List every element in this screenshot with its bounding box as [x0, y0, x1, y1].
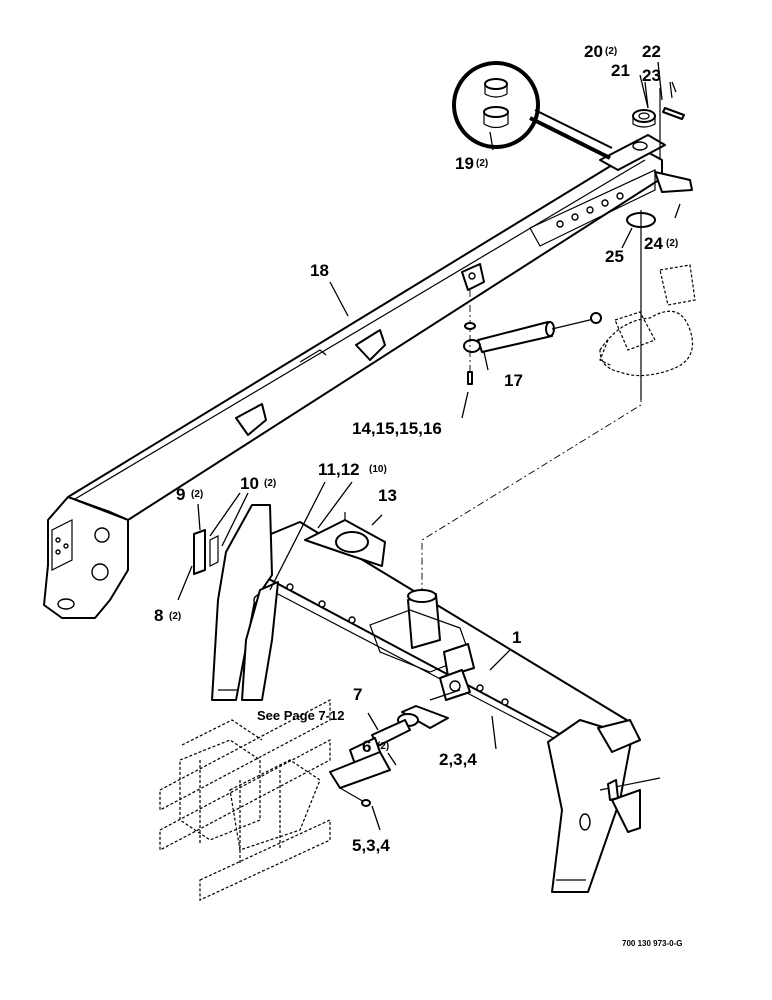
callout-19: 19 [455, 154, 474, 173]
bushing-detail [452, 61, 613, 160]
callout-24-qty: (2) [666, 238, 678, 249]
callout-20: 20 [584, 42, 603, 61]
shield [304, 512, 386, 567]
callout-2-3-4: 2,3,4 [439, 750, 477, 769]
callout-22: 22 [642, 42, 661, 61]
callout-13: 13 [378, 486, 397, 505]
callout-20-qty: (2) [605, 46, 617, 57]
callout-17: 17 [504, 371, 523, 390]
callout-19-qty: (2) [476, 158, 488, 169]
center-lines [421, 230, 642, 590]
callout-24: 24 [644, 234, 663, 253]
see-page-note: See Page 7-12 [257, 708, 344, 723]
callout-11-12: 11,12 [318, 460, 360, 479]
callout-18: 18 [310, 261, 329, 280]
callout-11-12-qty: (10) [369, 464, 387, 475]
callout-23: 23 [642, 66, 661, 85]
callout-8-qty: (2) [169, 611, 181, 622]
callout-10: 10 [240, 474, 259, 493]
leader-lines [177, 61, 681, 831]
gearbox-ghost [599, 264, 696, 377]
callout-1: 1 [512, 628, 521, 647]
callout-21: 21 [611, 61, 630, 80]
lower-machine-ghost [159, 699, 331, 901]
callout-14-15-15-16: 14,15,15,16 [352, 419, 442, 438]
clip-plates [193, 529, 219, 575]
drive-linkage [329, 689, 461, 807]
tongue-beam [43, 134, 693, 619]
drawing-code: 700 130 973-0-G [622, 939, 683, 948]
callout-labels: 1 2,3,4 5,3,4 6 (2) 7 8 (2) 9 (2) 10 (2)… [154, 42, 683, 948]
callout-9: 9 [176, 485, 185, 504]
callout-8: 8 [154, 606, 163, 625]
callout-6: 6 [362, 737, 371, 756]
pivot-hardware [626, 81, 685, 400]
carrier-frame [211, 504, 661, 893]
callout-10-qty: (2) [264, 478, 276, 489]
callout-7: 7 [353, 685, 362, 704]
hydraulic-cylinder [461, 263, 602, 385]
callout-25: 25 [605, 247, 624, 266]
callout-6-qty: (2) [377, 741, 389, 752]
callout-9-qty: (2) [191, 489, 203, 500]
callout-5-3-4: 5,3,4 [352, 836, 390, 855]
